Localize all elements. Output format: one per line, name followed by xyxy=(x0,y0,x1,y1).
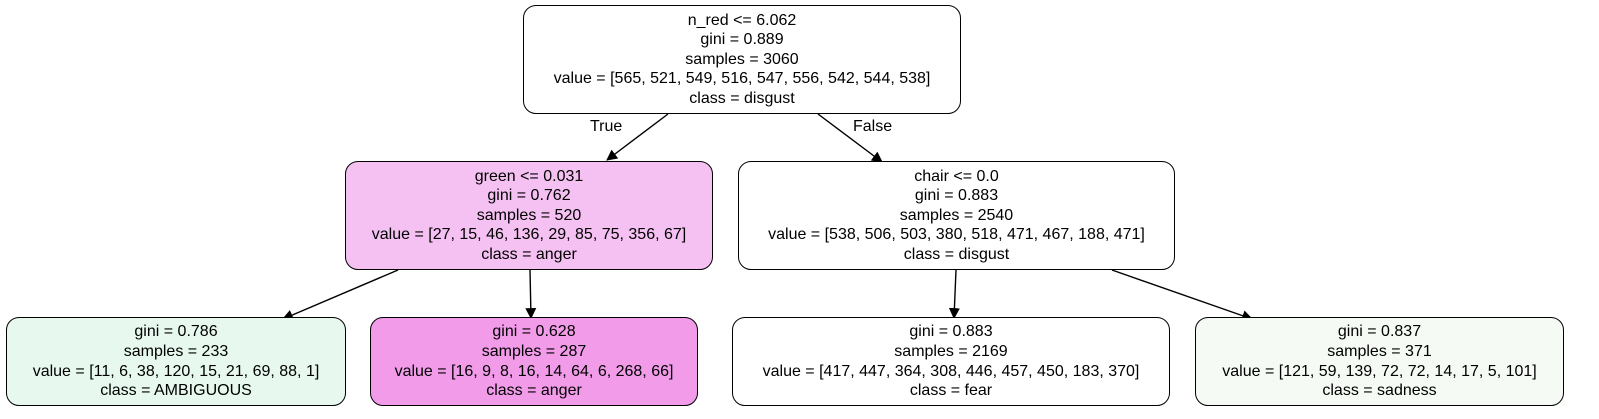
tree-leaf-left-left: gini = 0.786 samples = 233 value = [11, … xyxy=(6,317,346,406)
leaf-value: value = [417, 447, 364, 308, 446, 457, 4… xyxy=(762,362,1140,380)
edge-right-to-right-left xyxy=(948,269,960,320)
leaf-gini: gini = 0.883 xyxy=(909,323,993,341)
node-class: class = disgust xyxy=(903,245,1010,263)
node-split-condition: n_red <= 6.062 xyxy=(687,11,797,29)
leaf-class: class = fear xyxy=(909,382,993,400)
leaf-gini: gini = 0.837 xyxy=(1337,323,1422,341)
leaf-gini: gini = 0.786 xyxy=(134,323,218,341)
tree-node-right: chair <= 0.0 gini = 0.883 samples = 2540… xyxy=(738,161,1175,270)
edge-root-to-left xyxy=(606,113,669,161)
leaf-gini: gini = 0.628 xyxy=(492,323,576,341)
leaf-value: value = [11, 6, 38, 120, 15, 21, 69, 88,… xyxy=(32,362,320,380)
node-gini: gini = 0.889 xyxy=(700,31,784,49)
node-class: class = disgust xyxy=(689,89,795,107)
leaf-samples: samples = 2169 xyxy=(894,342,1008,360)
node-class: class = anger xyxy=(481,245,577,263)
edge-label-true: True xyxy=(590,118,623,135)
leaf-samples: samples = 287 xyxy=(481,342,587,360)
node-gini: gini = 0.762 xyxy=(487,187,571,205)
leaf-value: value = [16, 9, 8, 16, 14, 64, 6, 268, 6… xyxy=(394,362,674,380)
node-samples: samples = 2540 xyxy=(899,206,1014,224)
edge-right-to-right-right xyxy=(1111,269,1254,321)
node-gini: gini = 0.883 xyxy=(914,187,999,205)
tree-leaf-right-right: gini = 0.837 samples = 371 value = [121,… xyxy=(1195,317,1564,406)
node-value: value = [565, 521, 549, 516, 547, 556, 5… xyxy=(553,70,931,88)
node-split-condition: chair <= 0.0 xyxy=(914,167,999,185)
edge-label-false: False xyxy=(853,118,893,135)
tree-node-left: green <= 0.031 gini = 0.762 samples = 52… xyxy=(345,161,713,270)
leaf-samples: samples = 233 xyxy=(123,342,229,360)
node-samples: samples = 3060 xyxy=(685,50,799,68)
node-split-condition: green <= 0.031 xyxy=(474,167,584,185)
leaf-value: value = [121, 59, 139, 72, 72, 14, 17, 5… xyxy=(1222,362,1537,380)
edge-root-to-right xyxy=(817,113,883,163)
edge-left-to-left-right xyxy=(525,269,537,320)
leaf-class: class = anger xyxy=(486,382,582,400)
node-value: value = [538, 506, 503, 380, 518, 471, 4… xyxy=(768,226,1145,244)
node-samples: samples = 520 xyxy=(476,206,582,224)
edge-left-to-left-left xyxy=(281,269,399,321)
leaf-class: class = AMBIGUOUS xyxy=(100,382,252,400)
tree-leaf-left-right: gini = 0.628 samples = 287 value = [16, … xyxy=(370,317,698,406)
node-value: value = [27, 15, 46, 136, 29, 85, 75, 35… xyxy=(371,226,687,244)
leaf-class: class = sadness xyxy=(1322,382,1437,400)
tree-node-root: n_red <= 6.062 gini = 0.889 samples = 30… xyxy=(523,5,961,114)
leaf-samples: samples = 371 xyxy=(1327,342,1432,360)
tree-leaf-right-left: gini = 0.883 samples = 2169 value = [417… xyxy=(732,317,1170,406)
